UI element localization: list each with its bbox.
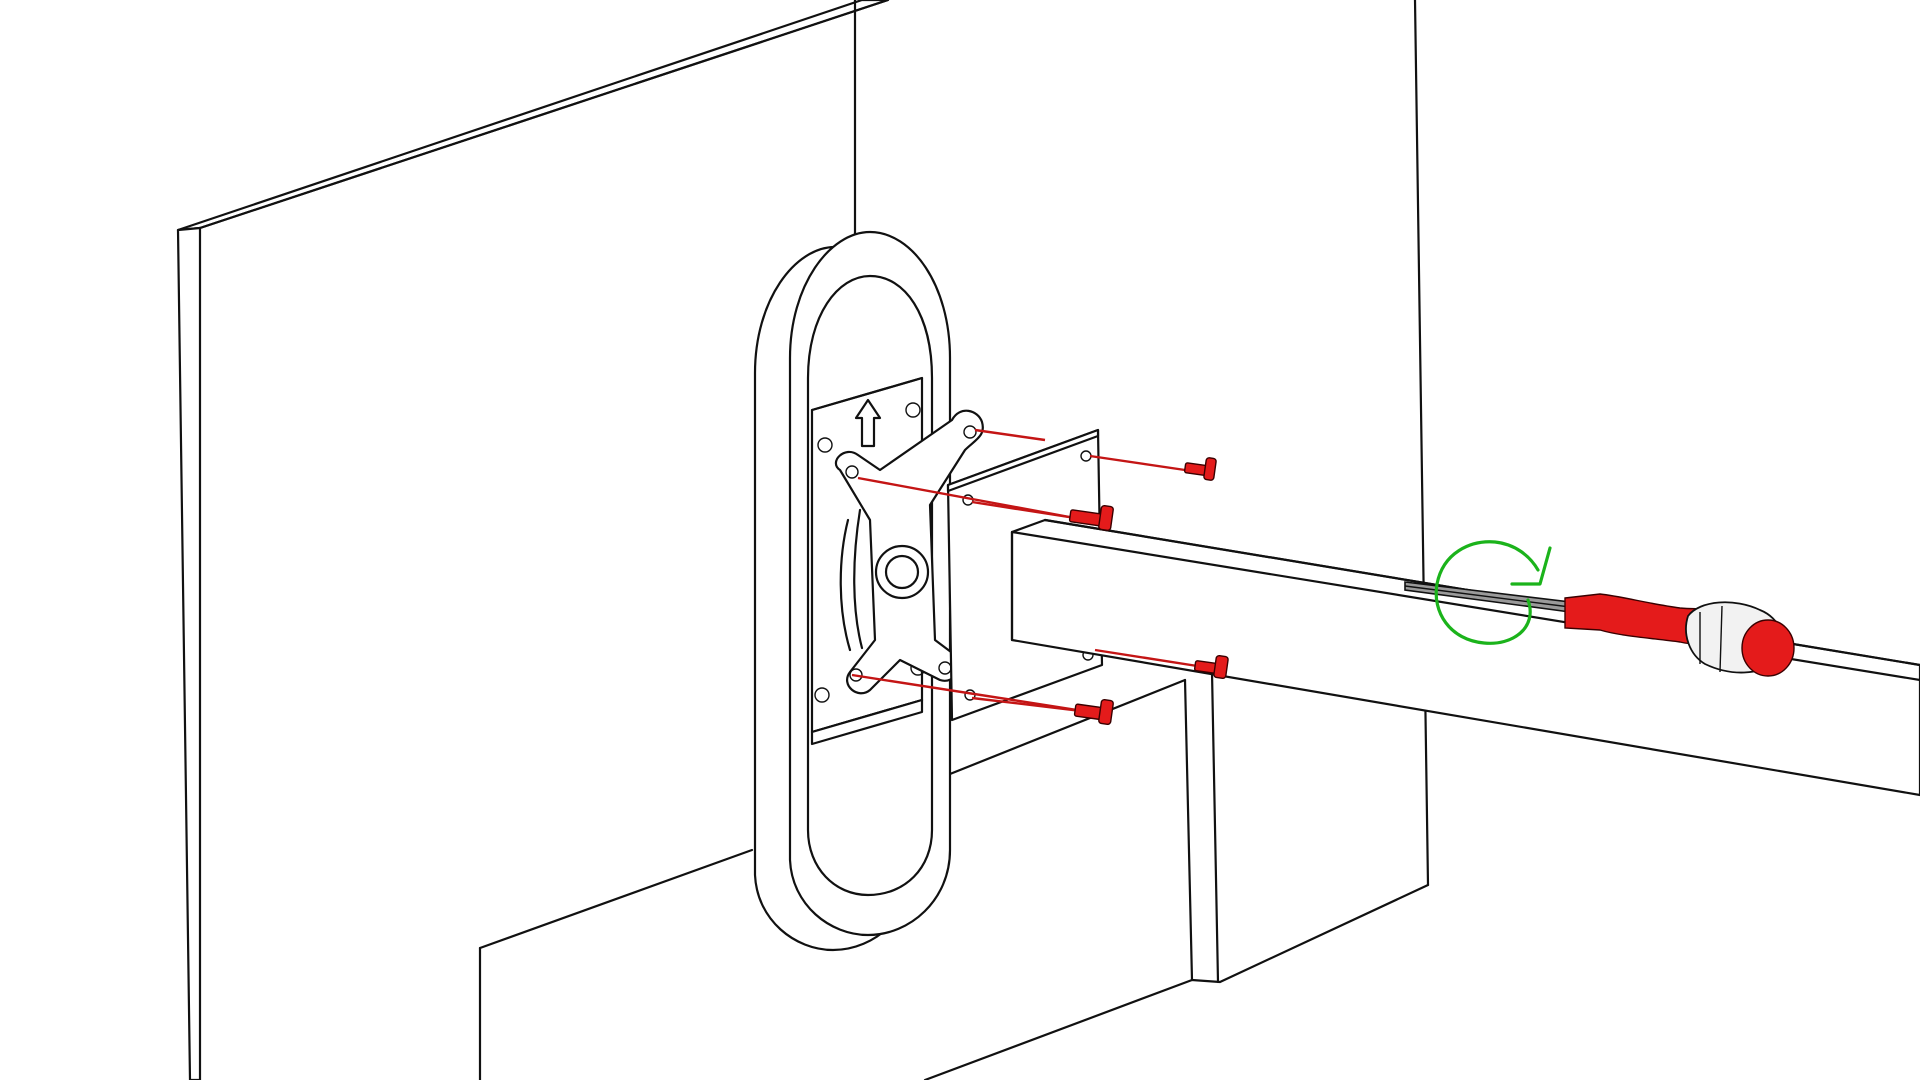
screw-bottom-right (1193, 654, 1229, 680)
screw-top-right (1183, 457, 1217, 481)
screw-bottom-left (1073, 698, 1114, 726)
screw-guide-lines (851, 428, 1211, 714)
clockwise-arrow-icon (1434, 540, 1552, 645)
monitor-back-panel (176, 0, 890, 1080)
wall-structure (478, 0, 1430, 1080)
up-arrow-icon (854, 398, 882, 448)
screw-top-left (1068, 504, 1114, 532)
